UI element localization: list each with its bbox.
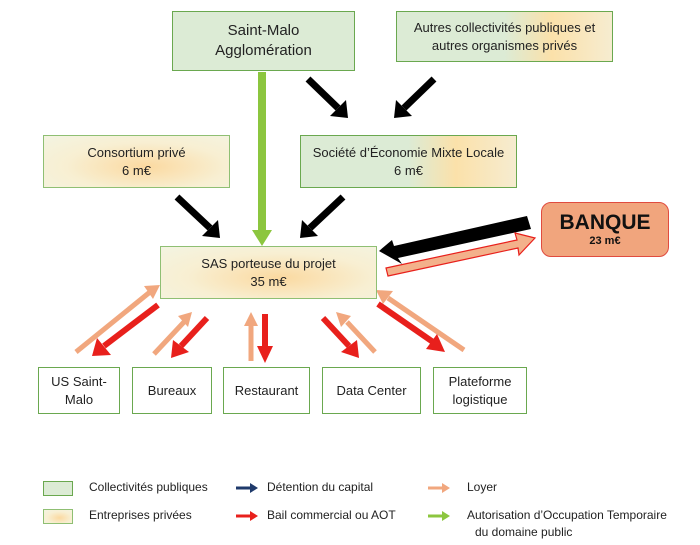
node-seml-amount: 6 m€: [394, 162, 423, 178]
node-sas-label: SAS porteuse du projet: [201, 255, 336, 271]
node-autres-organismes: Autres collectivités publiques et autres…: [396, 11, 613, 62]
node-saint-malo: Saint-Malo Agglomération: [172, 11, 355, 71]
node-saint-malo-line2: Agglomération: [215, 42, 312, 59]
arrow-loyer-restaurant-to-sas: [244, 312, 258, 361]
node-restaurant-label: Restaurant: [234, 382, 299, 398]
arrow-bail-sas-to-bureaux: [171, 315, 210, 358]
node-seml-label: Société d’Économie Mixte Locale: [312, 144, 505, 160]
node-autres-line1: Autres collectivités publiques et: [413, 19, 596, 35]
node-saint-malo-line1: Saint-Malo: [227, 21, 300, 39]
node-plateforme-line2: logistique: [452, 391, 508, 407]
legend-label-collectivites: Collectivités publiques: [89, 480, 208, 494]
legend-swatch-collectivites: [43, 481, 73, 496]
arrow-aot-saint-malo-to-sas: [252, 72, 272, 246]
legend-arrow-bail: [236, 511, 258, 521]
node-banque-amount: 23 m€: [589, 234, 621, 247]
node-seml: Société d’Économie Mixte Locale 6 m€: [300, 135, 517, 188]
legend-arrow-aot: [428, 511, 450, 521]
node-sas-porteuse: SAS porteuse du projet 35 m€: [160, 246, 377, 299]
node-data-center: Data Center: [322, 367, 421, 414]
node-sas-amount: 35 m€: [250, 273, 287, 289]
legend-label-loyer: Loyer: [467, 480, 498, 494]
legend-arrow-capital: [236, 483, 258, 493]
arrow-loyer-us-to-sas: [74, 285, 160, 354]
arrow-bail-sas-to-us: [92, 302, 160, 356]
arrow-capital-autres-to-seml: [394, 76, 437, 118]
arrow-loyer-sas-to-banque: [385, 232, 537, 277]
legend-label-aot-line2: du domaine public: [475, 525, 573, 540]
legend-label-detention: Détention du capital: [267, 480, 374, 494]
arrow-bail-sas-to-plateforme: [376, 301, 445, 352]
arrow-capital-banque-to-sas: [379, 216, 531, 264]
legend-label-bail: Bail commercial ou AOT: [267, 508, 396, 522]
node-bureaux: Bureaux: [132, 367, 212, 414]
arrow-bail-sas-to-datacenter: [320, 315, 359, 358]
node-consortium-prive: Consortium privé 6 m€: [43, 135, 230, 188]
legend-label-aot: Autorisation d’Occupation Temporaire du …: [467, 507, 667, 542]
node-consortium-label: Consortium privé: [87, 144, 186, 160]
arrow-capital-seml-to-sas: [300, 194, 346, 238]
node-restaurant: Restaurant: [223, 367, 310, 414]
arrow-loyer-datacenter-to-sas: [336, 312, 377, 354]
node-us-line2: Malo: [64, 391, 94, 407]
node-consortium-amount: 6 m€: [122, 162, 151, 178]
node-data-center-label: Data Center: [336, 382, 407, 398]
arrow-capital-saint-malo-to-seml: [305, 76, 348, 118]
arrow-loyer-plateforme-to-sas: [376, 290, 466, 353]
legend-arrow-loyer: [428, 483, 450, 493]
node-bureaux-label: Bureaux: [147, 382, 197, 398]
arrow-loyer-bureaux-to-sas: [152, 312, 192, 356]
legend-label-entreprises: Entreprises privées: [89, 508, 192, 522]
node-us-saint-malo: US Saint- Malo: [38, 367, 120, 414]
arrow-bail-sas-to-restaurant: [257, 314, 273, 363]
node-banque-title: BANQUE: [559, 210, 651, 234]
node-banque: BANQUE 23 m€: [541, 202, 669, 257]
node-plateforme-line1: Plateforme: [448, 373, 512, 389]
node-autres-line2: autres organismes privés: [431, 37, 578, 53]
legend-swatch-entreprises: [43, 509, 73, 524]
node-us-line1: US Saint-: [51, 373, 107, 389]
node-plateforme-logistique: Plateforme logistique: [433, 367, 527, 414]
arrow-capital-consortium-to-sas: [174, 194, 220, 238]
legend-label-aot-line1: Autorisation d’Occupation Temporaire: [467, 508, 667, 522]
